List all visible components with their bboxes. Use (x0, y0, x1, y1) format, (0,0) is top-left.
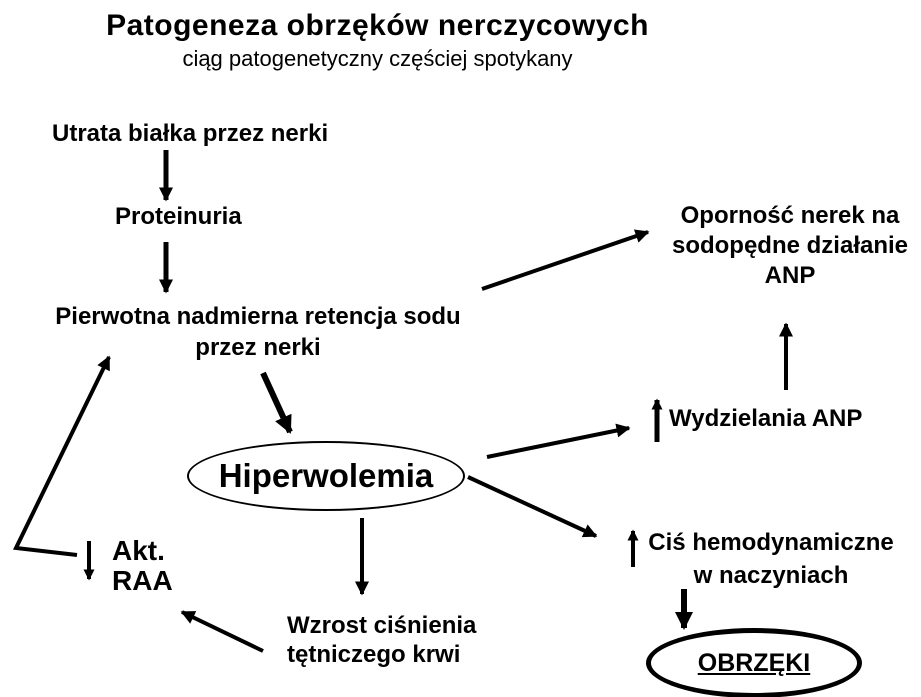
node-obrzeki: OBRZĘKI (646, 628, 862, 697)
arrow-wzrost-to-raa (180, 610, 264, 653)
node-cis-hemodynamiczne: Ciś hemodynamiczne w naczyniach (648, 529, 894, 589)
arrow-retencja-to-hiperwolemia (260, 371, 293, 434)
diagram-header: Patogeneza obrzęków nerczycowych ciąg pa… (55, 8, 700, 72)
diagram-title: Patogeneza obrzęków nerczycowych (106, 9, 649, 42)
obrzeki-label: OBRZĘKI (697, 648, 811, 677)
node-hiperwolemia: Hiperwolemia (187, 441, 465, 511)
node-proteinuria: Proteinuria (115, 203, 242, 230)
node-retencja-sodu: Pierwotna nadmierna retencja sodu przez … (55, 303, 461, 361)
node-utrata-bialka: Utrata białka przez nerki (52, 120, 329, 147)
arrow-retencja-to-opornosc (481, 229, 650, 291)
node-wzrost-cisnienia: Wzrost ciśnienia tętniczego krwi (287, 612, 477, 668)
arrow-hiperwolemia-to-wydzielanie (486, 423, 631, 459)
node-akt-raa: Akt. RAA (112, 535, 173, 596)
hiperwolemia-label: Hiperwolemia (218, 457, 434, 494)
arrow-hiperwolemia-to-cis (467, 475, 598, 538)
node-opornosc-anp: Oporność nerek na sodopędne działanie AN… (671, 202, 909, 289)
arrow-raa-to-retencja (12, 355, 111, 557)
node-wydzielanie-anp: Wydzielania ANP (669, 405, 863, 432)
diagram-subtitle: ciąg patogenetyczny częściej spotykany (182, 46, 573, 71)
